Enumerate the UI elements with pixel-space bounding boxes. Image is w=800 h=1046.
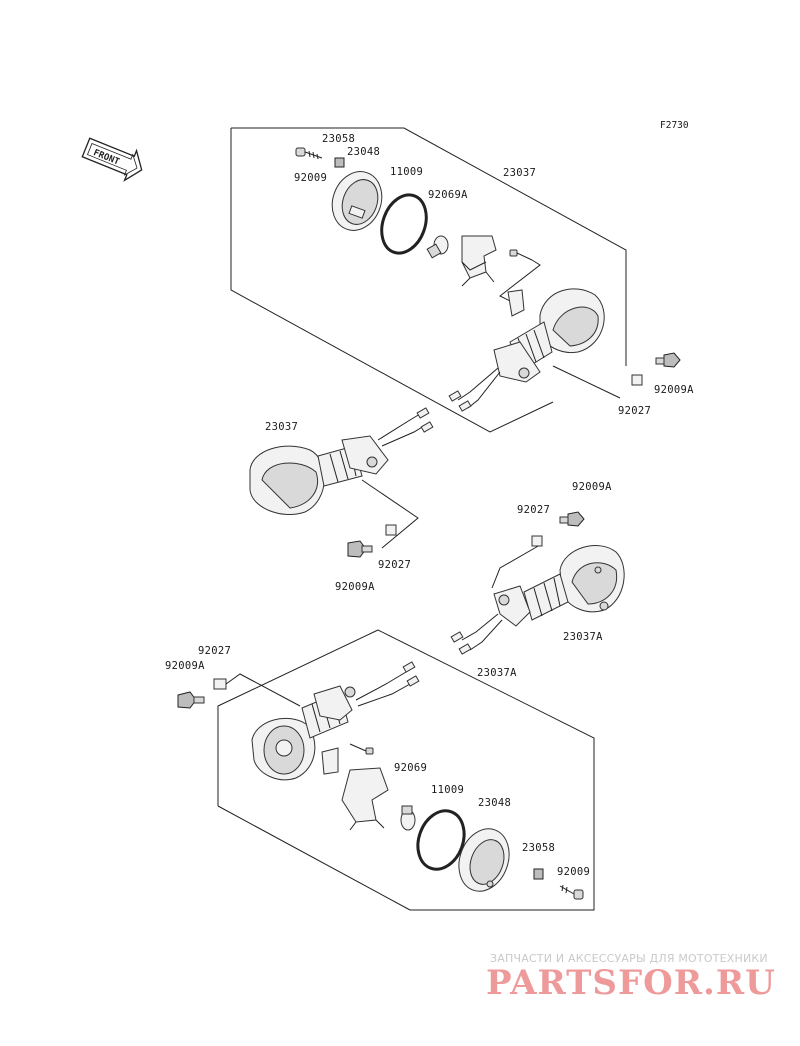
leader-line bbox=[491, 544, 541, 589]
front-arrow-icon: FRONT bbox=[81, 137, 143, 182]
screw-92009-icon bbox=[295, 147, 323, 160]
label-a-92027: 92027 bbox=[618, 405, 651, 417]
label-d-23048: 23048 bbox=[478, 797, 511, 809]
label-d-23058: 23058 bbox=[522, 842, 555, 854]
nut-d-23058-icon bbox=[533, 868, 544, 880]
small-screw-icon bbox=[509, 249, 533, 261]
leader-line bbox=[225, 673, 301, 707]
label-c-92027: 92027 bbox=[517, 504, 550, 516]
bolt-b-92009A-icon bbox=[347, 540, 373, 558]
gasket-d-11009-icon bbox=[416, 809, 466, 871]
clip-icon bbox=[507, 289, 525, 317]
label-b-92027: 92027 bbox=[378, 559, 411, 571]
turn-signal-d-housing-icon bbox=[251, 661, 420, 781]
label-d-11009: 11009 bbox=[431, 784, 464, 796]
washer-b-92027-icon bbox=[385, 524, 397, 536]
gasket-11009-icon bbox=[380, 193, 428, 255]
label-d-92069: 92069 bbox=[394, 762, 427, 774]
label-d-92027: 92027 bbox=[198, 645, 231, 657]
clip-d-icon bbox=[321, 747, 339, 775]
nut-23058-icon bbox=[334, 157, 345, 168]
bolt-c-92009A-icon bbox=[559, 511, 585, 527]
label-a-92009A: 92009A bbox=[654, 384, 694, 396]
small-screw-d-icon bbox=[349, 743, 374, 755]
label-a-92069A: 92069A bbox=[428, 189, 468, 201]
bulb-d-92069-icon bbox=[400, 805, 416, 831]
label-a-23037: 23037 bbox=[503, 167, 536, 179]
label-d-92009: 92009 bbox=[557, 866, 590, 878]
socket-bracket-d-icon bbox=[341, 767, 389, 831]
screw-d-92009-icon bbox=[559, 884, 584, 900]
turn-signal-c-23037A-icon bbox=[450, 545, 625, 655]
label-a-92009: 92009 bbox=[294, 172, 327, 184]
leader-line bbox=[552, 365, 621, 399]
bolt-92009A-icon bbox=[655, 352, 681, 368]
bulb-92069A-icon bbox=[426, 235, 449, 259]
washer-92027-icon bbox=[631, 374, 643, 386]
leader-line bbox=[499, 259, 541, 303]
label-b-23037: 23037 bbox=[265, 421, 298, 433]
leader-line bbox=[361, 479, 419, 549]
label-d-23037A: 23037A bbox=[477, 667, 517, 679]
label-c-92009A: 92009A bbox=[572, 481, 612, 493]
figure-code: F2730 bbox=[660, 120, 689, 131]
label-a-11009: 11009 bbox=[390, 166, 423, 178]
label-a-23048: 23048 bbox=[347, 146, 380, 158]
washer-c-92027-icon bbox=[531, 535, 543, 547]
socket-bracket-icon bbox=[461, 235, 497, 287]
watermark-tagline: ЗАПЧАСТИ И АКСЕССУАРЫ ДЛЯ МОТОТЕХНИКИ bbox=[490, 952, 768, 965]
label-d-92009A: 92009A bbox=[165, 660, 205, 672]
watermark-logo: PARTSFOR.RU bbox=[486, 963, 776, 1003]
label-a-23058: 23058 bbox=[322, 133, 355, 145]
assembly-d-frame bbox=[217, 629, 595, 911]
turn-signal-23037-icon bbox=[448, 288, 605, 412]
lens-23048-icon bbox=[331, 171, 383, 231]
assembly-a-frame bbox=[230, 127, 627, 433]
washer-d-92027-icon bbox=[213, 678, 227, 690]
label-c-23037A: 23037A bbox=[563, 631, 603, 643]
label-b-92009A: 92009A bbox=[335, 581, 375, 593]
bolt-d-92009A-icon bbox=[177, 691, 205, 709]
turn-signal-b-23037-icon bbox=[249, 407, 434, 516]
lens-d-23048-icon bbox=[458, 828, 510, 892]
